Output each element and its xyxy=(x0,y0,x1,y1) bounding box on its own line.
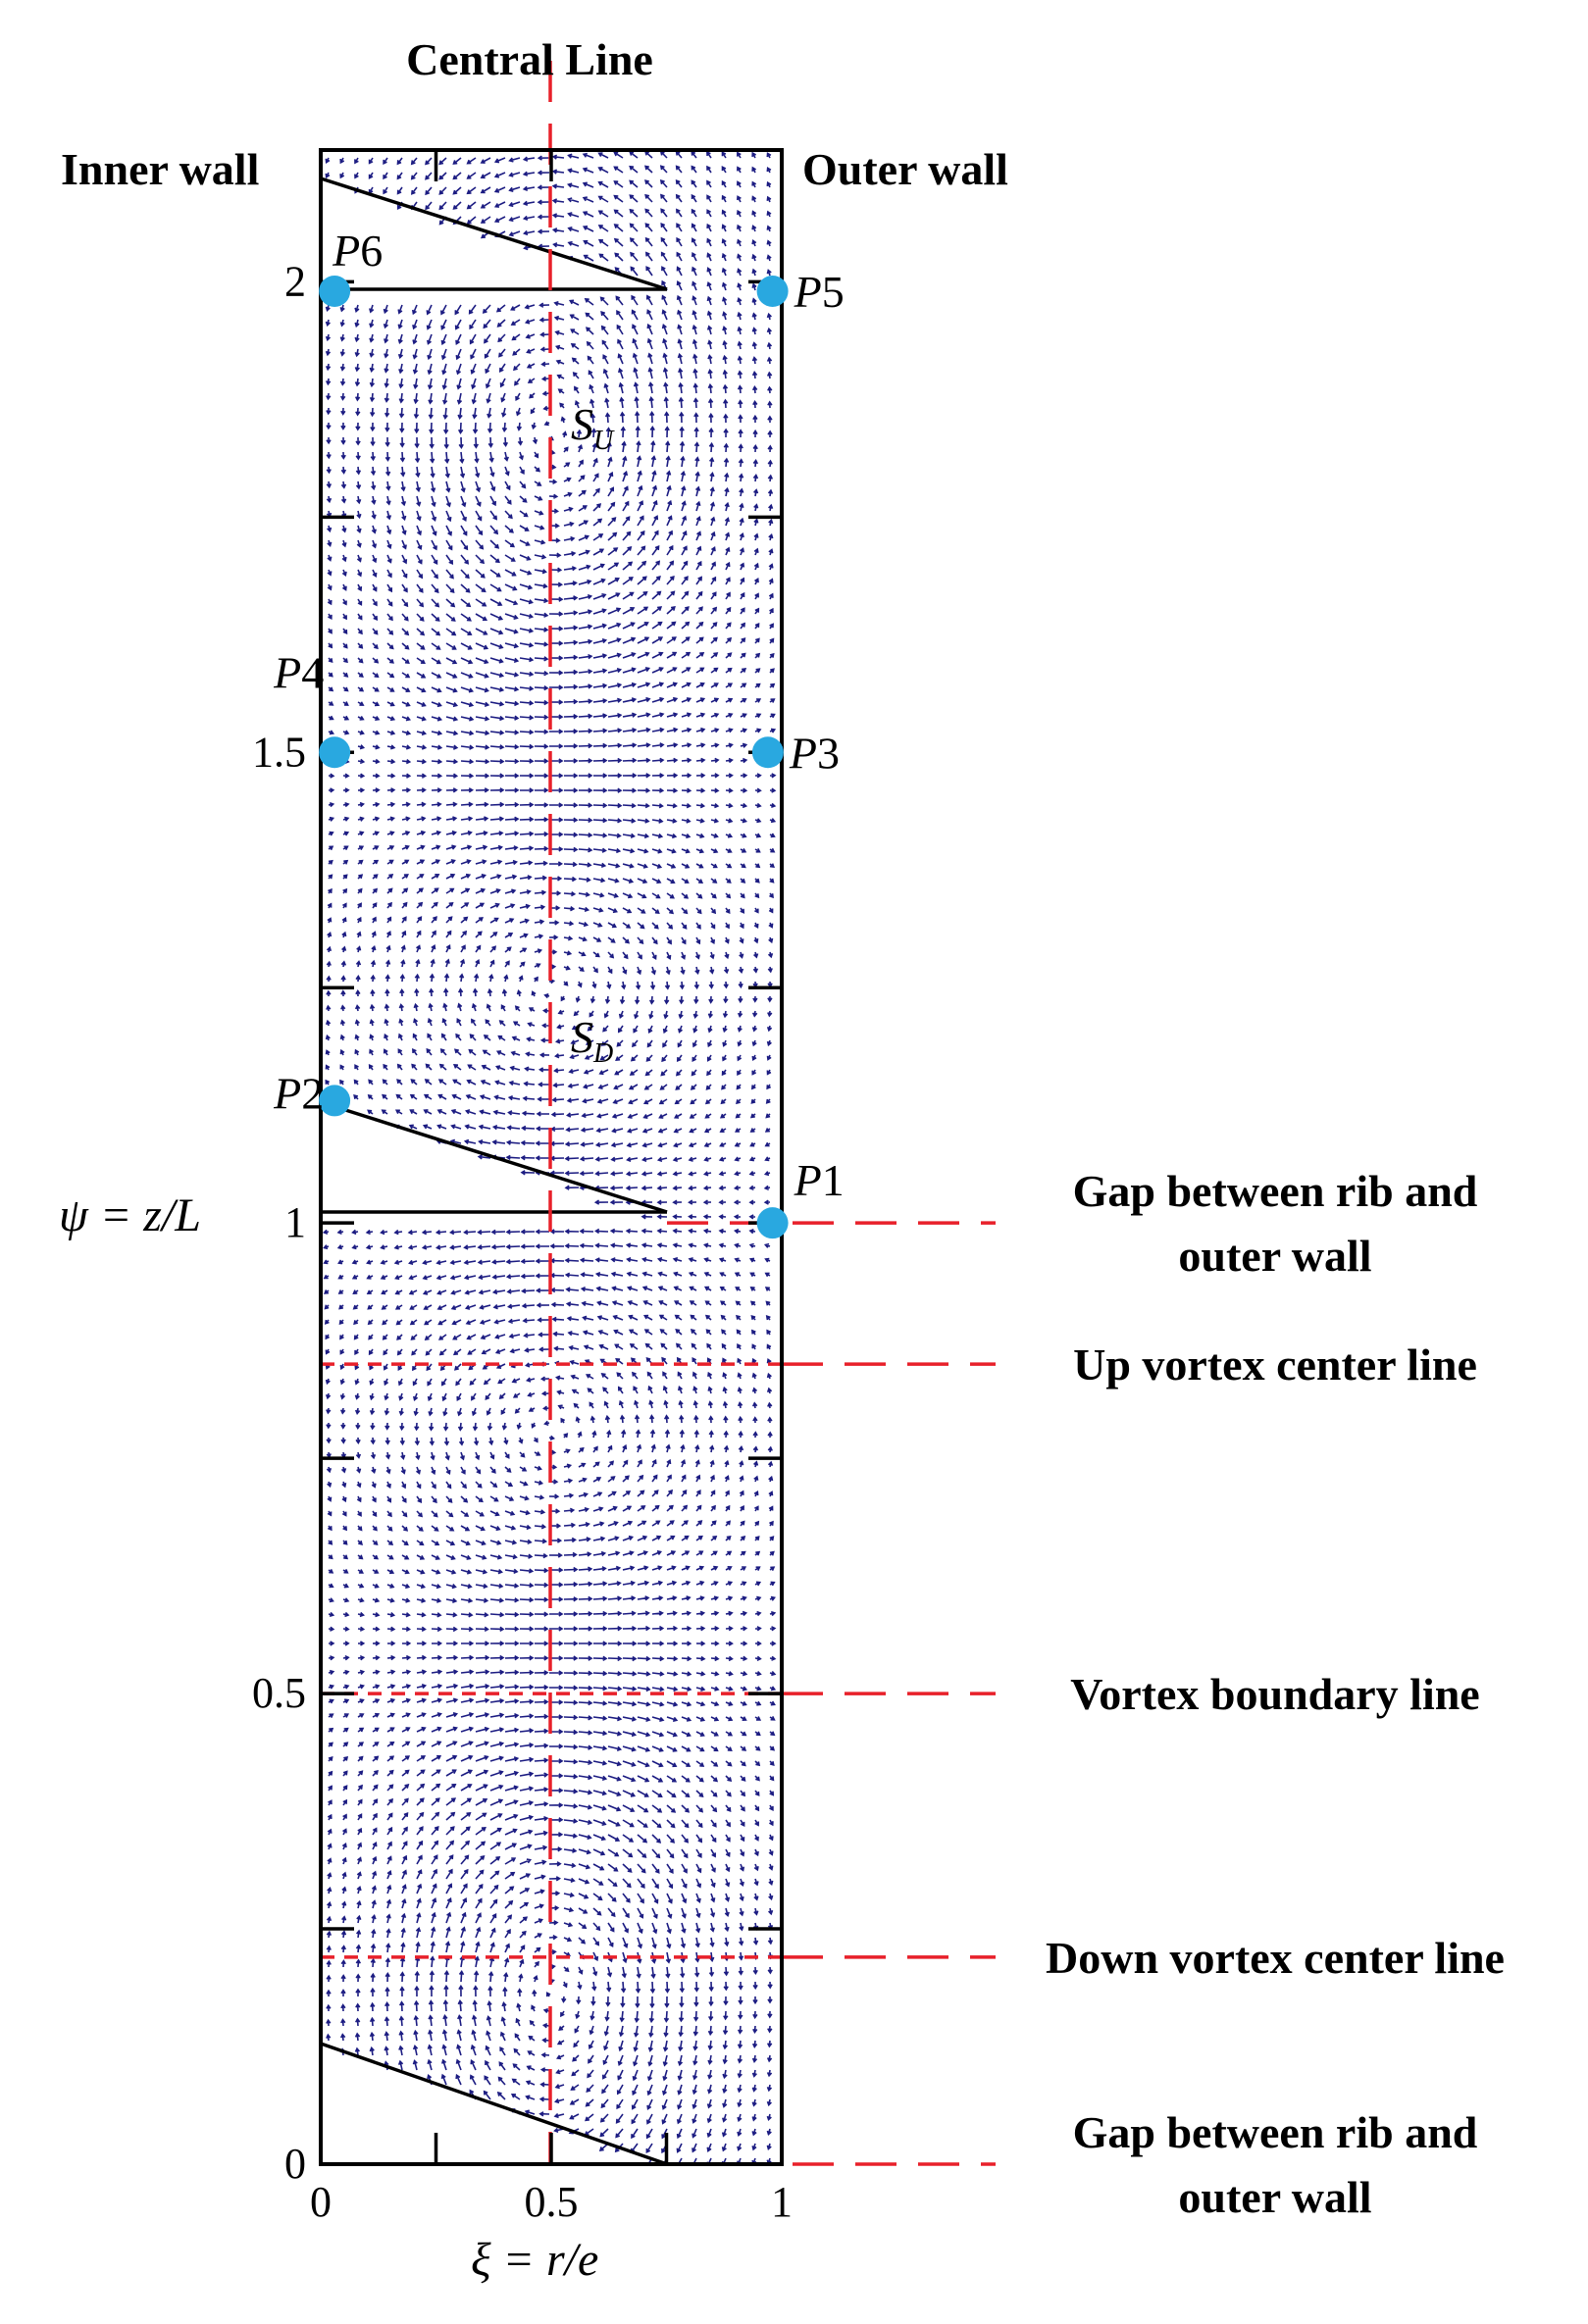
annotation-label-vortex_boundary: Vortex boundary line xyxy=(1070,1669,1479,1719)
sample-point-label-p5: P5 xyxy=(794,267,845,317)
sample-point-letter: P xyxy=(794,267,822,317)
sample-point-letter: P xyxy=(794,1155,822,1205)
inner-wall-label: Inner wall xyxy=(61,144,259,194)
annotation-label-down_vortex: Down vortex center line xyxy=(1046,1933,1505,1983)
annotation-label-up_vortex: Up vortex center line xyxy=(1073,1339,1477,1389)
y-tick-label: 0 xyxy=(284,2140,306,2188)
sample-point-p4 xyxy=(319,736,351,769)
central-line-label: Central Line xyxy=(406,34,653,84)
annotation-lines: Gap between rib and outer wall Up vortex c… xyxy=(321,1166,1505,2222)
sample-point-number: 2 xyxy=(301,1068,324,1118)
x-axis-title: ξ = r/e xyxy=(471,2234,598,2286)
annotation-label-gap_top: outer wall xyxy=(1178,1231,1371,1281)
upper-vortex-label: SU xyxy=(571,399,615,456)
rib-geometry xyxy=(320,177,668,2166)
lower-vortex-label-sub: D xyxy=(592,1038,613,1069)
rib-top-upper-edge xyxy=(320,177,668,291)
sample-point-p2 xyxy=(319,1085,351,1117)
y-tick-label: 0.5 xyxy=(252,1669,306,1717)
y-tick-label: 1 xyxy=(284,1198,306,1246)
lower-vortex-label-main: S xyxy=(571,1012,593,1062)
sample-point-number: 4 xyxy=(301,647,324,697)
vector-arrows xyxy=(322,150,777,2164)
x-tick-label: 0 xyxy=(310,2178,332,2226)
sample-point-p5 xyxy=(756,275,789,307)
sample-point-number: 6 xyxy=(360,226,383,276)
sample-point-letter: P xyxy=(789,728,817,778)
sample-point-label-p2: P2 xyxy=(273,1068,324,1118)
sample-point-number: 1 xyxy=(822,1155,845,1205)
sample-point-label-p6: P6 xyxy=(332,226,383,276)
annotation-label-gap_top: Gap between rib and xyxy=(1073,1166,1478,1216)
sample-point-label-p1: P1 xyxy=(794,1155,845,1205)
sample-point-label-p3: P3 xyxy=(789,728,840,778)
sample-point-p1 xyxy=(756,1207,789,1239)
outer-wall-label: Outer wall xyxy=(802,144,1008,194)
sample-point-letter: P xyxy=(273,647,301,697)
x-tick-label: 1 xyxy=(771,2178,793,2226)
sample-point-p3 xyxy=(751,736,784,769)
rib-bottom-upper-edge xyxy=(320,2042,668,2166)
annotation-label-gap_bottom: Gap between rib and xyxy=(1073,2107,1478,2157)
y-tick-label: 1.5 xyxy=(252,728,306,776)
sample-point-label-p4: P4 xyxy=(273,647,324,697)
y-axis-title: ψ = z/L xyxy=(59,1189,201,1241)
lower-vortex-label: SD xyxy=(571,1012,613,1069)
upper-vortex-label-sub: U xyxy=(593,426,615,456)
axis-tick-labels: 0 0.5 1 0 0.5 1 1.5 2 xyxy=(252,257,793,2226)
sample-point-number: 5 xyxy=(822,267,845,317)
rib-middle-upper-edge xyxy=(320,1100,668,1214)
sample-point-number: 3 xyxy=(817,728,840,778)
sample-point-p6 xyxy=(319,275,351,307)
y-tick-label: 2 xyxy=(284,257,306,305)
upper-vortex-label-main: S xyxy=(571,399,593,449)
sample-point-letter: P xyxy=(332,226,360,276)
sample-point-letter: P xyxy=(273,1068,301,1118)
velocity-vector-field xyxy=(322,150,777,2164)
annotation-label-gap_bottom: outer wall xyxy=(1178,2172,1371,2222)
x-tick-label: 0.5 xyxy=(525,2178,579,2226)
